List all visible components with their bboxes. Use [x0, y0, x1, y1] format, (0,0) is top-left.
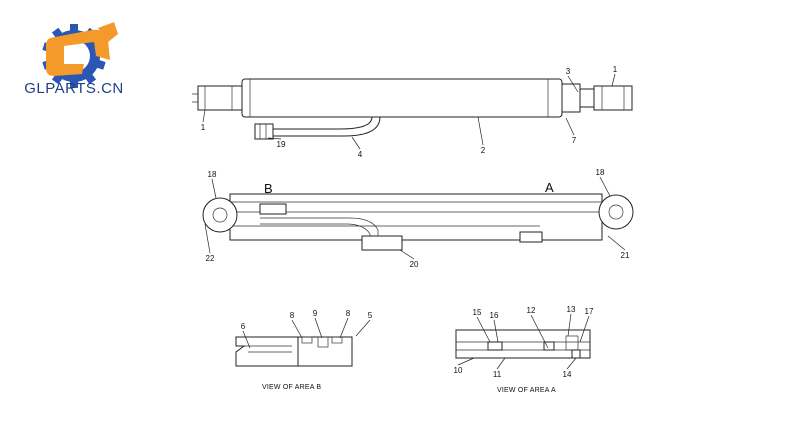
area-letter-b: B	[264, 181, 273, 196]
leader-area_b-0	[242, 330, 251, 349]
leader-area_a-5	[457, 357, 475, 366]
callout-mid-4: 21	[621, 251, 630, 260]
leader-mid-2	[204, 223, 211, 254]
leader-top-6	[565, 117, 575, 136]
callout-area_a-1: 16	[490, 311, 499, 320]
leader-top-5	[477, 116, 484, 146]
callout-area_b-1: 8	[290, 311, 295, 320]
caption-area-b: VIEW OF AREA B	[262, 384, 321, 391]
leader-top-0	[202, 109, 206, 123]
leader-area_b-4	[355, 319, 371, 337]
leader-top-3	[267, 137, 282, 140]
glparts-logo-icon	[42, 22, 118, 88]
detail-area-a	[455, 329, 591, 359]
callout-area_a-0: 15	[473, 308, 482, 317]
leader-top-4	[351, 136, 361, 150]
callout-top-6: 7	[572, 136, 577, 145]
leader-area_a-4	[579, 315, 590, 343]
callout-area_a-2: 12	[527, 306, 536, 315]
leader-mid-4	[607, 235, 626, 251]
brand-name: GLPARTS.CN	[24, 80, 124, 97]
caption-area-a: VIEW OF AREA A	[497, 387, 556, 394]
leader-mid-3	[399, 249, 415, 260]
callout-mid-0: 18	[208, 170, 217, 179]
callout-mid-3: 20	[410, 260, 419, 269]
leader-area_b-2	[314, 317, 323, 339]
callout-top-0: 1	[201, 123, 206, 132]
callout-area_a-3: 13	[567, 305, 576, 314]
callout-top-1: 3	[566, 67, 571, 76]
callout-area_a-4: 17	[585, 307, 594, 316]
callout-top-5: 2	[481, 146, 486, 155]
callout-area_b-2: 9	[313, 309, 318, 318]
callout-mid-2: 22	[206, 254, 215, 263]
leader-area_a-0	[476, 316, 491, 343]
leader-area_b-1	[291, 319, 303, 339]
leader-area_a-7	[566, 357, 577, 370]
callout-area_b-3: 8	[346, 309, 351, 318]
callout-top-4: 4	[358, 150, 363, 159]
callout-area_a-7: 14	[563, 370, 572, 379]
callout-area_b-0: 6	[241, 322, 246, 331]
callout-top-3: 19	[277, 140, 286, 149]
excavator-bucket-icon	[46, 22, 118, 76]
leader-area_a-3	[567, 313, 572, 337]
cylinder-section-view	[202, 193, 634, 251]
callout-area_a-6: 11	[493, 370, 502, 379]
leader-area_b-3	[339, 317, 349, 339]
leader-area_a-2	[530, 314, 549, 349]
leader-mid-0	[211, 178, 217, 199]
cylinder-external-view	[192, 78, 633, 140]
callout-area_b-4: 5	[368, 311, 373, 320]
leader-area_a-6	[496, 357, 506, 370]
area-letter-a: A	[545, 180, 554, 195]
detail-area-b	[235, 336, 353, 367]
callout-top-2: 1	[613, 65, 618, 74]
callout-mid-1: 18	[596, 168, 605, 177]
leader-mid-1	[599, 176, 611, 197]
leader-lines	[202, 73, 626, 370]
leader-top-2	[611, 73, 616, 87]
leader-top-1	[567, 75, 579, 93]
callout-area_a-5: 10	[454, 366, 463, 375]
leader-area_a-1	[493, 319, 499, 343]
